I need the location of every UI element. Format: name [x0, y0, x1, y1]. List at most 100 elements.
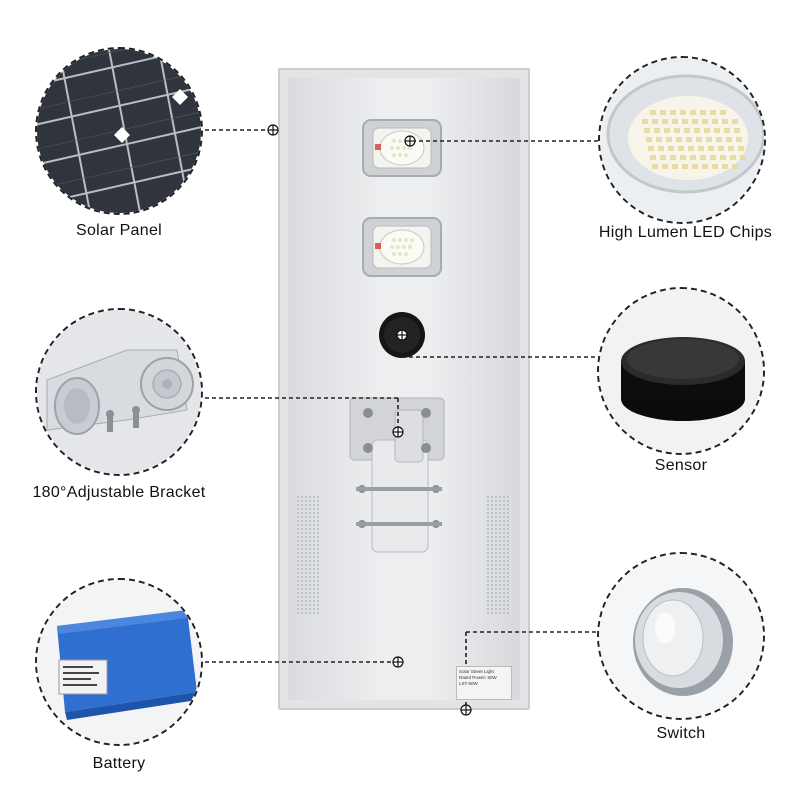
vent-dot: [503, 544, 505, 546]
vent-dot: [487, 540, 489, 542]
vent-dot: [301, 536, 303, 538]
led-module-bottom: [362, 217, 442, 277]
led-chips-closeup: [598, 56, 766, 224]
vent-dot: [495, 544, 497, 546]
led-chip: [734, 128, 740, 133]
vent-dot: [309, 548, 311, 550]
vent-dot: [309, 604, 311, 606]
vent-dot: [309, 544, 311, 546]
vent-dot: [507, 556, 509, 558]
vent-dot: [495, 496, 497, 498]
led-chip: [656, 137, 662, 142]
led-chip: [670, 155, 676, 160]
vent-dot: [317, 572, 319, 574]
vent-dot: [301, 604, 303, 606]
vent-dot: [313, 540, 315, 542]
vent-dot: [313, 608, 315, 610]
vent-dot: [301, 568, 303, 570]
vent-dot: [317, 532, 319, 534]
vent-dot: [487, 544, 489, 546]
marker-sensor: [396, 329, 408, 341]
vent-dot: [301, 572, 303, 574]
vent-dot: [487, 596, 489, 598]
vent-dot: [317, 588, 319, 590]
vent-dot: [313, 572, 315, 574]
lamp-face: [288, 78, 520, 700]
vent-dot: [309, 564, 311, 566]
vent-dot: [297, 528, 299, 530]
led-chip: [692, 119, 698, 124]
bracket-closeup: [35, 308, 203, 476]
vent-dot: [317, 520, 319, 522]
vent-dot: [503, 568, 505, 570]
vent-dot: [499, 556, 501, 558]
vent-dot: [297, 596, 299, 598]
led-chip: [642, 119, 648, 124]
vent-dot: [297, 564, 299, 566]
vent-dot: [503, 604, 505, 606]
vent-dot: [495, 580, 497, 582]
label-bracket: 180°Adjustable Bracket: [32, 484, 206, 501]
vent-dot: [499, 552, 501, 554]
led-chip: [670, 110, 676, 115]
vent-dot: [305, 528, 307, 530]
vent-dot: [305, 568, 307, 570]
vent-dot: [313, 564, 315, 566]
vent-dot: [297, 524, 299, 526]
led-chip: [680, 155, 686, 160]
led-chip: [712, 119, 718, 124]
led-chip: [650, 110, 656, 115]
vent-dot: [301, 612, 303, 614]
vent-dot: [507, 580, 509, 582]
vent-dot: [507, 612, 509, 614]
vent-dot: [313, 568, 315, 570]
vent-dot: [487, 564, 489, 566]
vent-dot: [297, 588, 299, 590]
vent-dot: [487, 552, 489, 554]
marker-solar-panel: [267, 124, 279, 136]
vent-dot: [491, 524, 493, 526]
led-chip: [662, 119, 668, 124]
vent-dot: [487, 592, 489, 594]
vent-dot: [309, 512, 311, 514]
led-chip: [694, 128, 700, 133]
vent-dot: [503, 540, 505, 542]
battery-closeup: [35, 578, 203, 746]
led-chip: [712, 164, 718, 169]
battery-image: [37, 580, 201, 744]
vent-dot: [301, 520, 303, 522]
vent-dot: [313, 520, 315, 522]
vent-dot: [317, 560, 319, 562]
vent-dot: [495, 592, 497, 594]
switch-image: [599, 554, 763, 718]
vent-dot: [317, 596, 319, 598]
vent-dot: [305, 560, 307, 562]
vent-dot: [491, 584, 493, 586]
vent-dot: [297, 520, 299, 522]
vent-dot: [503, 524, 505, 526]
label-battery: Battery: [92, 755, 146, 772]
vent-dot: [507, 512, 509, 514]
vent-dot: [309, 612, 311, 614]
vent-dot: [499, 516, 501, 518]
vent-dot: [507, 568, 509, 570]
led-chip: [662, 164, 668, 169]
led-chip: [658, 146, 664, 151]
vent-dot: [491, 596, 493, 598]
vent-dot: [499, 548, 501, 550]
vent-dot: [495, 588, 497, 590]
led-chip: [728, 146, 734, 151]
vent-dot: [503, 548, 505, 550]
vent-dot: [317, 548, 319, 550]
vent-dot: [491, 564, 493, 566]
vent-dot: [499, 512, 501, 514]
vent-dot: [507, 516, 509, 518]
vent-dot: [313, 544, 315, 546]
vent-dot: [301, 600, 303, 602]
vent-dot: [297, 600, 299, 602]
vent-dot: [487, 568, 489, 570]
vent-dot: [507, 532, 509, 534]
vent-dot: [313, 504, 315, 506]
vent-dot: [297, 532, 299, 534]
vent-dot: [313, 528, 315, 530]
